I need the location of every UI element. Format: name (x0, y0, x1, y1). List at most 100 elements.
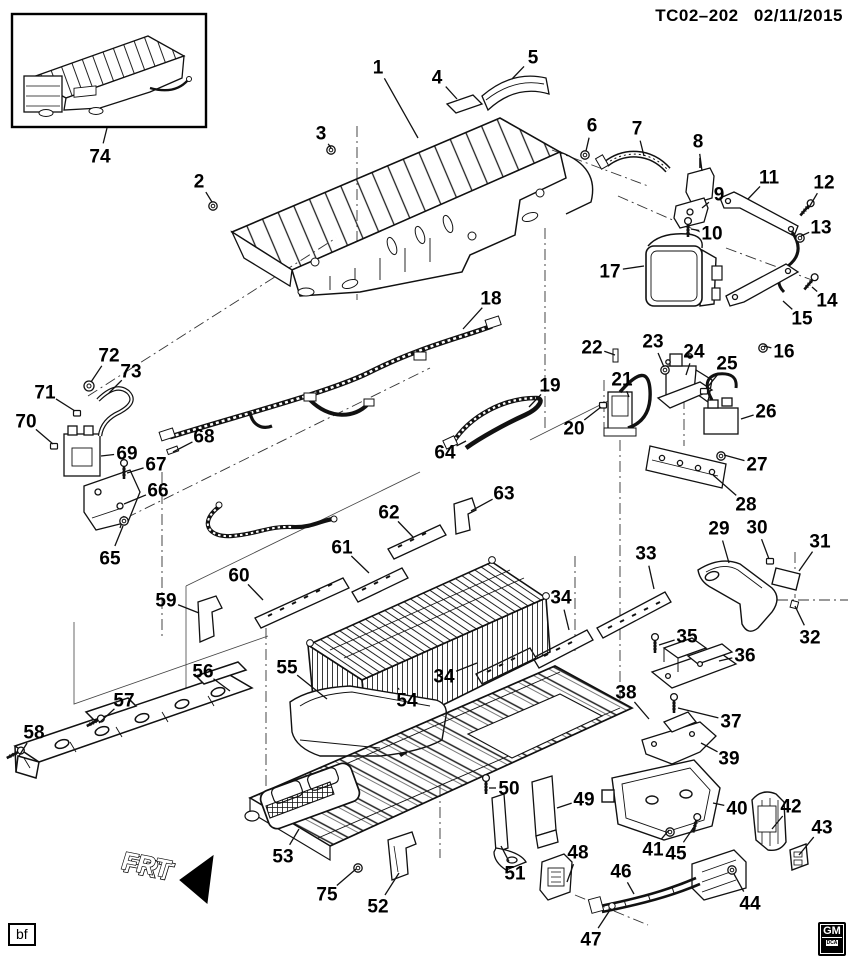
aux-relay (703, 372, 739, 435)
callout-leader-35 (658, 639, 675, 646)
callout-label-17: 17 (599, 262, 620, 283)
callout-label-20: 20 (563, 419, 584, 440)
callout-leader-16 (763, 345, 772, 349)
page-code: bf (16, 926, 28, 942)
assembly-plane-lines (73, 395, 619, 705)
callout-label-3: 3 (316, 124, 327, 145)
mount-assembly-36 (650, 637, 738, 689)
callout-leader-20 (583, 406, 602, 421)
callout-leader-43 (798, 836, 815, 856)
callout-label-59: 59 (155, 591, 176, 612)
callout-leader-59 (177, 604, 200, 614)
callout-label-15: 15 (791, 309, 813, 330)
callout-leader-44 (733, 873, 745, 892)
callout-label-36: 36 (734, 646, 755, 667)
tube-clips (673, 158, 715, 229)
callout-leader-1 (383, 78, 419, 139)
cable-pair-46 (587, 876, 701, 914)
callout-leader-51 (500, 845, 510, 862)
callout-label-10: 10 (701, 224, 722, 245)
callout-label-55: 55 (276, 658, 298, 679)
callout-leader-13 (800, 231, 810, 237)
callout-label-8: 8 (693, 132, 704, 153)
callout-leader-17 (622, 265, 645, 270)
callout-leader-64 (456, 440, 467, 447)
gm-logo-text: GM (822, 925, 842, 938)
relay-assembly (63, 425, 141, 531)
callout-label-28: 28 (735, 495, 756, 516)
control-module (645, 233, 723, 307)
callout-leader-22 (604, 350, 616, 356)
callout-leader-58 (18, 742, 28, 757)
callout-leader-4 (445, 86, 458, 100)
callout-label-27: 27 (746, 455, 767, 476)
callout-leader-6 (585, 137, 590, 152)
callout-label-47: 47 (580, 930, 601, 951)
callout-leader-70 (35, 428, 54, 445)
battery-tray (244, 665, 634, 862)
vent-duct (697, 560, 801, 632)
callout-leader-24 (685, 363, 691, 376)
callout-label-60: 60 (228, 566, 249, 587)
callout-label-50: 50 (498, 779, 519, 800)
front-direction-marker: FRT FRT (117, 847, 214, 904)
page-code-box: bf (8, 923, 36, 946)
callout-label-40: 40 (726, 799, 747, 820)
callout-leader-11 (747, 185, 761, 200)
callout-leader-23 (657, 352, 665, 368)
callout-leader-42 (771, 815, 784, 830)
callout-leader-34 (563, 609, 570, 631)
callout-label-74: 74 (89, 147, 111, 168)
callout-leader-3 (327, 143, 332, 149)
harness-connector-44 (691, 849, 747, 901)
callout-label-41: 41 (642, 840, 664, 861)
callout-leader-21 (626, 390, 630, 398)
callout-label-66: 66 (147, 481, 168, 502)
callout-label-39: 39 (718, 749, 739, 770)
callout-label-4: 4 (432, 68, 443, 89)
callout-label-38: 38 (615, 683, 636, 704)
callout-leader-36 (718, 657, 733, 662)
callout-leader-32 (794, 605, 805, 626)
callout-leader-5 (511, 65, 525, 80)
callout-leader-33 (648, 565, 655, 590)
callout-label-34: 34 (550, 588, 572, 609)
callout-label-26: 26 (755, 402, 776, 423)
callout-leader-47 (597, 909, 611, 929)
callout-label-75: 75 (316, 885, 338, 906)
wiring-harness (158, 315, 502, 442)
drawing-number: TC02–202 (655, 6, 739, 25)
callout-label-12: 12 (813, 173, 834, 194)
callout-leader-71 (55, 398, 76, 412)
callout-label-32: 32 (799, 628, 820, 649)
callout-leader-49 (556, 802, 572, 809)
callout-label-52: 52 (367, 897, 388, 918)
callout-leader-55 (296, 674, 328, 700)
gm-logo-subtext: DCA (825, 940, 839, 946)
callout-label-9: 9 (714, 185, 725, 206)
module-brackets (719, 191, 800, 307)
drawing-date: 02/11/2015 (753, 6, 843, 25)
callout-leader-27 (723, 454, 745, 462)
callout-label-57: 57 (113, 691, 134, 712)
callout-label-70: 70 (15, 412, 36, 433)
callout-label-49: 49 (573, 790, 594, 811)
callout-label-31: 31 (809, 532, 831, 553)
callout-leader-14 (811, 286, 818, 292)
callout-leader-37 (677, 707, 719, 719)
callout-leader-73 (108, 379, 123, 394)
callout-leader-69 (100, 453, 115, 457)
callout-label-45: 45 (665, 844, 687, 865)
callout-leader-7 (639, 140, 645, 157)
connector-bracket-48 (539, 853, 573, 901)
callout-leader-10 (690, 228, 700, 232)
callout-label-2: 2 (194, 172, 205, 193)
callout-label-56: 56 (192, 662, 213, 683)
callout-leader-66 (123, 494, 147, 505)
callout-leader-40 (712, 802, 725, 806)
callout-label-7: 7 (632, 119, 643, 140)
callout-label-44: 44 (739, 894, 761, 915)
callout-label-13: 13 (810, 218, 831, 239)
